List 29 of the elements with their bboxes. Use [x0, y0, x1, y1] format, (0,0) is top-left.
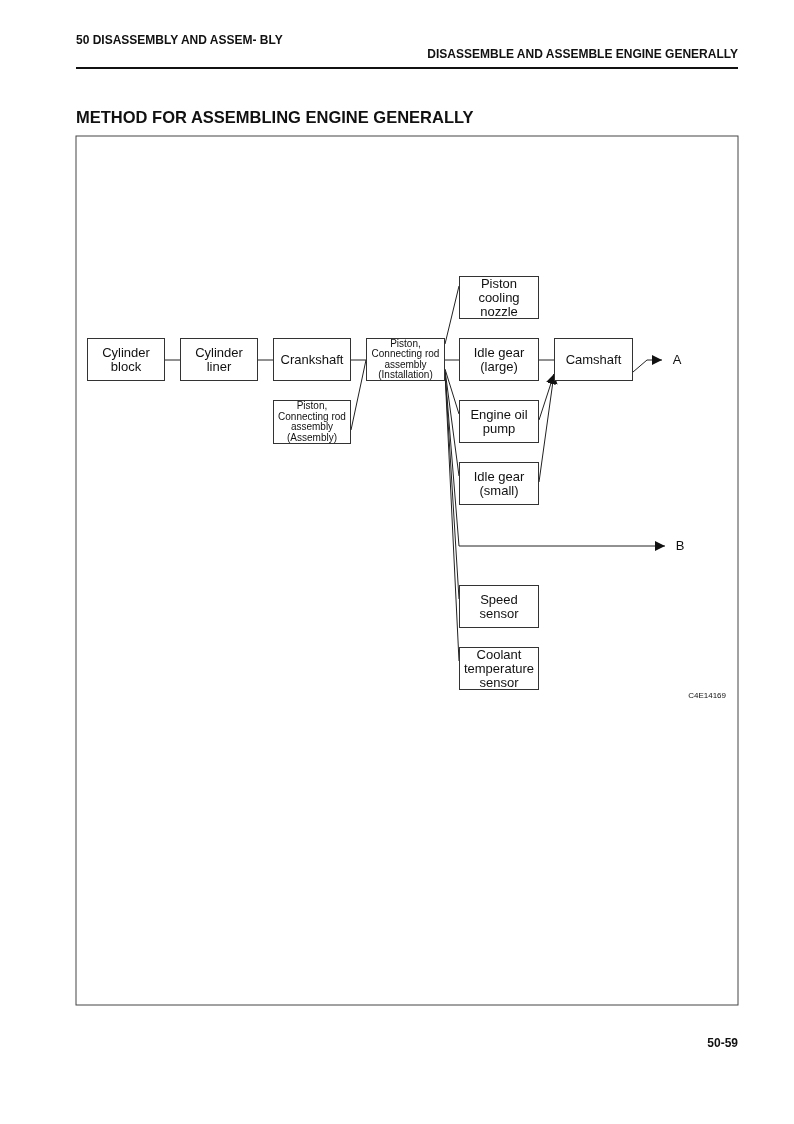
connector-line	[444, 285, 460, 345]
step-box: Piston, Connecting rod assembly (Installation)	[366, 338, 445, 381]
page-title: METHOD FOR ASSEMBLING ENGINE GENERALLY	[76, 108, 474, 127]
connector-line	[164, 359, 181, 361]
step-box: Piston, Connecting rod assembly (Assembly)	[273, 400, 351, 444]
connector-line	[350, 359, 367, 431]
step-box: Coolant temperature sensor	[459, 647, 539, 690]
step-box: Idle gear (small)	[459, 462, 539, 505]
page-header: DISASSEMBLE AND ASSEMBLE ENGINE GENERALLY	[427, 47, 738, 62]
end-label: A	[668, 351, 686, 369]
connector-line	[538, 359, 555, 361]
arrow	[538, 373, 556, 421]
step-box: Cylinder block	[87, 338, 165, 381]
step-box: Crankshaft	[273, 338, 351, 381]
connector-line	[444, 368, 460, 415]
step-box: Idle gear (large)	[459, 338, 539, 381]
step-box: Piston cooling nozzle	[459, 276, 539, 319]
section-header: 50 DISASSEMBLY AND ASSEM- BLY	[76, 33, 284, 48]
page-number: 50-59	[707, 1036, 738, 1051]
step-box: Camshaft	[554, 338, 633, 381]
figure-code: C4E14169	[688, 691, 726, 701]
step-box: Speed sensor	[459, 585, 539, 628]
step-box: Cylinder liner	[180, 338, 258, 381]
connector-line	[444, 359, 460, 361]
connector-line	[350, 359, 367, 361]
step-box: Engine oil pump	[459, 400, 539, 443]
arrow	[632, 355, 663, 373]
connector-line	[257, 359, 274, 361]
end-label: B	[671, 537, 689, 555]
